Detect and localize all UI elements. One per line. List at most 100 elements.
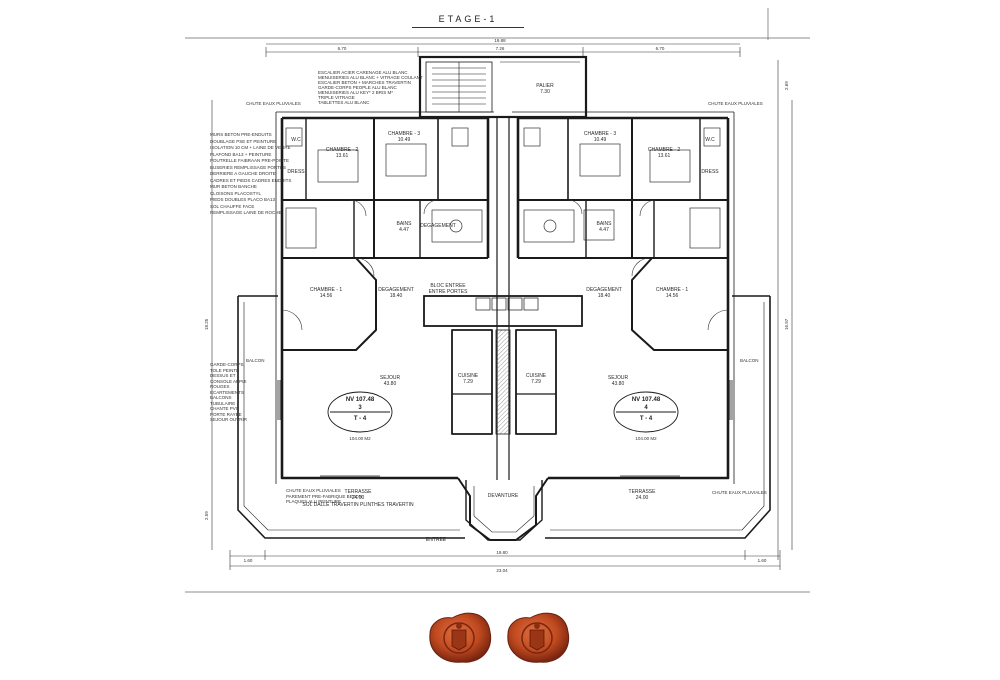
note-top-line: TRIPLE VITRAGE — [318, 95, 355, 100]
unit-tags — [327, 391, 679, 433]
u3-dress: DRESS — [287, 169, 305, 175]
u3-total-area: 104.00 M2 — [349, 436, 371, 441]
downspout-label-2: CHUTE EAUX PLUVIALES — [708, 101, 763, 106]
balcony-label-right: BALCON — [740, 358, 759, 363]
note-left-line: CADRES ET PIEDS CADRES ENDUITS — [210, 177, 292, 183]
top-dimension-line — [265, 43, 741, 57]
center-label-3: ENTRE PORTES — [428, 289, 468, 295]
note-bottom-line: PLAQUES ALU PEINTURE — [286, 499, 342, 504]
note-bottom-line: PAREMENT PRE-FABRIQUE BETON — [286, 493, 363, 499]
note-balcony-line: TUBULAIRE — [210, 400, 236, 406]
note-left-line: SOL CHAUFFE FACE — [210, 203, 255, 209]
dim-right-b: 2.69 — [784, 81, 789, 90]
downspout-label-1: CHUTE EAUX PLUVIALES — [246, 101, 301, 106]
unit-4-walls — [496, 111, 771, 541]
u4-total-area: 104.00 M2 — [635, 436, 657, 441]
note-bottom-line: CHUTE EAUX PLUVIALES — [286, 488, 341, 493]
dim-top-center: 7.26 — [495, 46, 505, 51]
note-balcony-line: PORTE RAYEE — [210, 411, 242, 417]
plan-title: ETAGE-1 — [438, 14, 498, 24]
note-left-line: MUR BETON BANCHE — [210, 184, 257, 189]
u3-type: T - 4 — [353, 416, 367, 422]
center-label-1: DEGAGEMENT — [420, 223, 456, 229]
note-left-line: MURS BETON PRE-ENDUITS — [210, 132, 272, 137]
center-label-4: DEVANTURE — [487, 493, 519, 499]
dim-bottom-center: 19.80 — [496, 550, 508, 555]
center-label-2: BLOC ENTREE — [430, 283, 466, 289]
dim-left-b: 2.59 — [204, 511, 209, 520]
dim-bottom-left: 1.60 — [243, 558, 253, 563]
note-balcony-line: TOLE PEINTE — [210, 367, 240, 373]
u4-level: NV 107.48 — [631, 397, 661, 403]
window-marks — [277, 380, 733, 477]
u4-type: T - 4 — [639, 416, 653, 422]
dim-right-a: 16.97 — [784, 318, 789, 330]
note-left-line: REMPLISSAGE LAINE DE ROCHE — [210, 210, 282, 215]
note-left-line: DOUBLAGE PSE ET PEINTURE — [210, 138, 277, 144]
dim-top-overall: 19.88 — [494, 38, 506, 43]
wax-seal-right — [507, 612, 570, 663]
note-top-line: TABLETTES ALU BLANC — [318, 100, 370, 105]
central-spine — [423, 118, 583, 480]
note-top-line: ESCALIER BETON + MARCHES TRAVERTIN — [318, 80, 411, 85]
note-balcony-line: GARDE-CORPS — [210, 362, 244, 367]
beds — [317, 143, 691, 183]
note-balcony-line: CONSOLE APPUI — [210, 378, 247, 384]
downspout-label-3: CHUTE EAUX PLUVIALES — [712, 490, 767, 495]
door-swings — [281, 199, 729, 331]
sanitary-fixtures — [285, 127, 721, 249]
terrace-note: SOL DALLE TRAVERTIN PLINTHES TRAVERTIN — [302, 502, 414, 508]
wax-seal-left — [429, 612, 492, 663]
title-underline — [412, 27, 524, 28]
dim-top-right: 6.70 — [655, 46, 665, 51]
note-left-line: DERRIERE A GAUCHE DROITE — [210, 171, 276, 176]
entrance-bay — [465, 480, 543, 541]
balcony-label-left: BALCON — [246, 358, 265, 363]
u3-level: NV 107.48 — [345, 397, 375, 403]
sheet-frame — [185, 8, 810, 593]
note-left-line: CLOISONS PLACOSTYL — [210, 190, 262, 196]
dim-bottom-right: 1.60 — [757, 558, 767, 563]
u4-dress: DRESS — [701, 169, 719, 175]
note-top-line: MENUISERIES ALU BLANC + VITRAGE COULANT — [318, 75, 423, 80]
note-balcony-line: CHANTE PVC — [210, 406, 240, 411]
note-top-line: GARDE-CORPS PEOPLE ALU BLANC — [318, 85, 397, 90]
u4-wc: W.C — [705, 137, 715, 143]
entrance-label: ENTREE — [425, 537, 447, 543]
note-balcony-line: SEJOUR OUVRIR — [210, 417, 248, 422]
side-dimension-lines — [211, 60, 793, 560]
note-top-line: MENUISERIES ALU KEY* 2 BRIS M* — [318, 90, 394, 95]
u3-wc: W.C — [291, 137, 301, 143]
note-left-line: BUSERIES REMPLISSAGE PORTES — [210, 164, 286, 170]
bottom-dimension-line — [229, 550, 781, 570]
note-balcony-line: DESSUS ET — [210, 373, 236, 378]
note-balcony-line: ROUGES — [210, 384, 230, 389]
note-left-line: PLAFOND BA13 + PEINTURE — [210, 151, 272, 157]
note-left-line: PIEDS DOUBLES PLACO BA13 — [210, 197, 276, 202]
note-top-line: ESCALIER ACIER CARENAGE ALU BLANC — [318, 70, 408, 75]
note-left-line: ISOLATION 10 CM + LAINE DE VERRE — [210, 145, 291, 150]
u4-code: 4 — [644, 405, 648, 411]
